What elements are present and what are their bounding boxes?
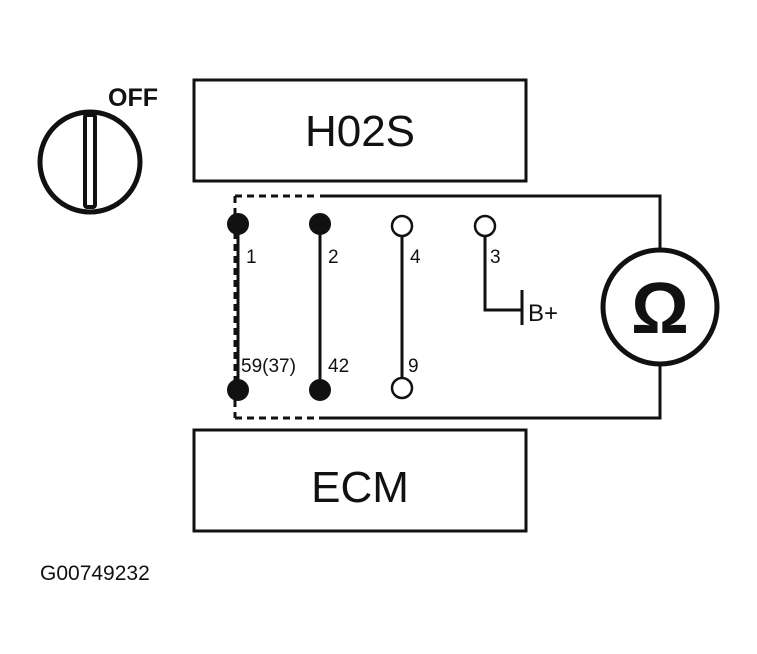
ohmmeter-leads (320, 194, 662, 420)
pin-59-terminal (227, 379, 249, 401)
pin-9-terminal (390, 376, 414, 400)
terminal-pins (227, 213, 497, 401)
pin-label-2: 2 (328, 247, 339, 268)
pin-label-1: 1 (246, 247, 257, 268)
pin-label-4: 4 (410, 247, 421, 268)
ecm-label: ECM (311, 463, 409, 512)
circuit-wires (236, 225, 524, 390)
ignition-switch-icon (37, 109, 143, 215)
pin-label-42: 42 (328, 356, 349, 377)
h02s-label: H02S (305, 107, 415, 156)
pin-42-terminal (309, 379, 331, 401)
pin-2-terminal (309, 213, 331, 235)
ecm-module: ECM (192, 428, 528, 533)
figure-id: G00749232 (40, 562, 150, 585)
h02s-module: H02S (192, 78, 528, 183)
ohm-symbol: Ω (631, 269, 689, 349)
pin-label-59: 59(37) (241, 356, 296, 377)
pin-3-terminal (473, 214, 497, 238)
connector-outline (233, 194, 320, 420)
pin-1-terminal (227, 213, 249, 235)
pin-label-3: 3 (490, 247, 501, 268)
supply-label: B+ (528, 300, 558, 327)
ohmmeter-icon: Ω (600, 247, 720, 367)
pin-4-terminal (390, 214, 414, 238)
pin-label-9: 9 (408, 356, 419, 377)
switch-state-label: OFF (108, 84, 158, 112)
